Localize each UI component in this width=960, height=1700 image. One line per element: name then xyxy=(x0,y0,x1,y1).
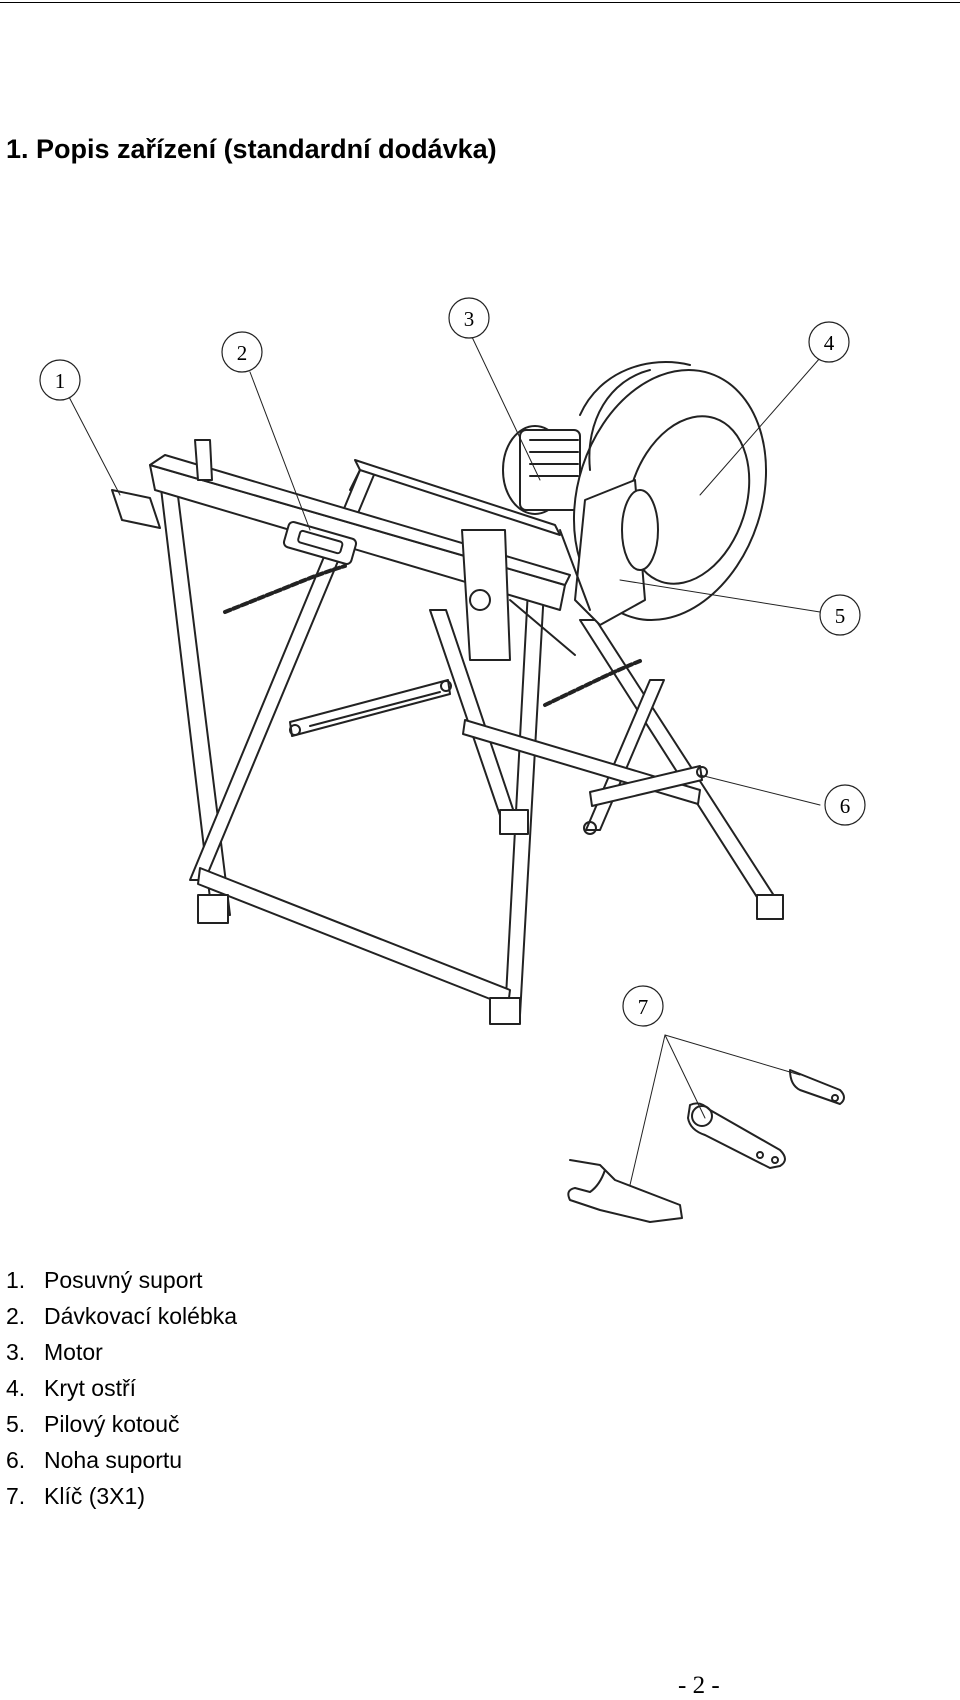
item-label: Pilový kotouč xyxy=(44,1411,180,1437)
saw-stand-diagram: 1 2 3 4 5 6 7 xyxy=(39,297,866,1223)
callout-1-label: 1 xyxy=(55,369,66,393)
stretchers xyxy=(223,564,708,835)
wrenches xyxy=(567,1069,845,1223)
callout-7: 7 xyxy=(622,985,664,1027)
item-label: Dávkovací kolébka xyxy=(44,1303,238,1329)
callout-5-label: 5 xyxy=(835,604,846,628)
parts-list-item: 1. Posuvný suport xyxy=(6,1262,237,1298)
leader-lines xyxy=(67,336,821,1186)
callout-3-label: 3 xyxy=(464,307,475,331)
parts-list-item: 6. Noha suportu xyxy=(6,1442,237,1478)
callout-4-label: 4 xyxy=(824,331,835,355)
callout-2-label: 2 xyxy=(237,341,248,365)
item-number: 5. xyxy=(6,1411,26,1437)
saw-blade xyxy=(559,479,659,626)
item-label: Posuvný suport xyxy=(44,1267,203,1293)
parts-list-item: 3. Motor xyxy=(6,1334,237,1370)
item-number: 1. xyxy=(6,1267,26,1293)
item-label: Klíč (3X1) xyxy=(44,1483,145,1509)
item-number: 4. xyxy=(6,1375,26,1401)
item-number: 2. xyxy=(6,1303,26,1329)
callout-6: 6 xyxy=(824,784,866,826)
page-number: - 2 - xyxy=(678,1672,720,1699)
parts-list-item: 7. Klíč (3X1) xyxy=(6,1478,237,1514)
item-label: Noha suportu xyxy=(44,1447,183,1473)
parts-list-item: 5. Pilový kotouč xyxy=(6,1406,237,1442)
item-label: Motor xyxy=(44,1339,103,1365)
callouts: 1 2 3 4 5 6 7 xyxy=(39,297,866,1027)
callout-4: 4 xyxy=(808,321,850,363)
parts-list: 1. Posuvný suport 2. Dávkovací kolébka 3. M… xyxy=(6,1262,237,1514)
item-number: 7. xyxy=(6,1483,26,1509)
callout-6-label: 6 xyxy=(840,794,851,818)
parts-list-item: 4. Kryt ostří xyxy=(6,1370,237,1406)
motor xyxy=(502,425,581,515)
parts-list-item: 2. Dávkovací kolébka xyxy=(6,1298,237,1334)
callout-2: 2 xyxy=(221,331,263,373)
item-number: 3. xyxy=(6,1339,26,1365)
top-frame xyxy=(111,439,576,661)
callout-5: 5 xyxy=(819,594,861,636)
item-label: Kryt ostří xyxy=(44,1375,137,1401)
callout-7-label: 7 xyxy=(638,995,649,1019)
page-title: 1. Popis zařízení (standardní dodávka) xyxy=(6,134,497,164)
callout-1: 1 xyxy=(39,359,81,401)
callout-3: 3 xyxy=(448,297,490,339)
item-number: 6. xyxy=(6,1447,26,1473)
top-rule xyxy=(0,2,960,3)
